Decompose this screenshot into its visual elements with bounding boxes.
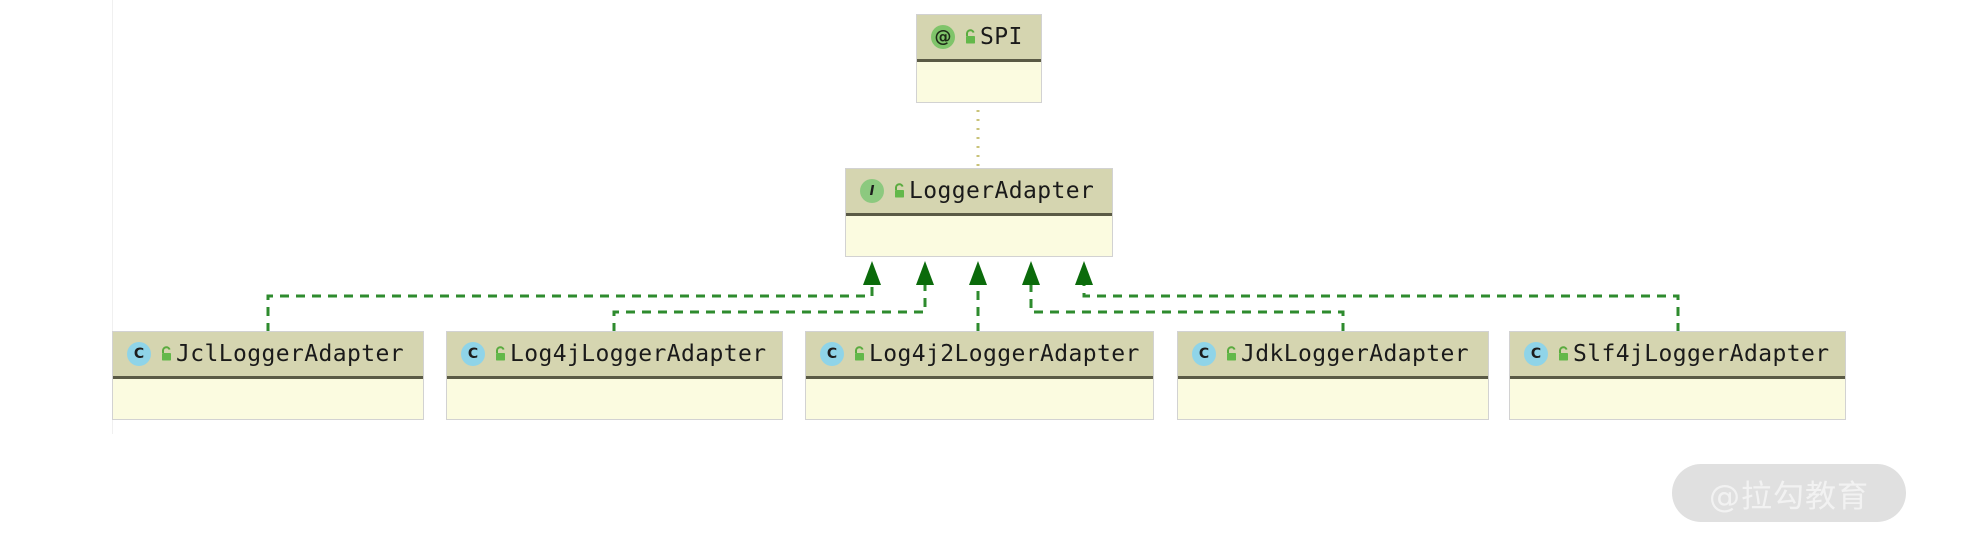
unlock-icon [855, 346, 864, 361]
class-icon: C [1192, 342, 1216, 366]
node-slf4jloggeradapter-header: C Slf4jLoggerAdapter [1510, 332, 1845, 379]
unlock-icon [162, 346, 171, 361]
node-log4jloggeradapter-title: Log4jLoggerAdapter [510, 341, 767, 367]
node-slf4jloggeradapter[interactable]: C Slf4jLoggerAdapter [1509, 331, 1846, 420]
unlock-icon [895, 183, 904, 198]
unlock-icon [496, 346, 505, 361]
node-log4jloggeradapter-header: C Log4jLoggerAdapter [447, 332, 782, 379]
unlock-icon [1559, 346, 1568, 361]
watermark-badge: @拉勾教育 [1672, 464, 1906, 522]
class-icon: C [127, 342, 151, 366]
realization-log4jloggeradapter [612, 278, 927, 332]
node-spi-body [917, 62, 1041, 102]
node-jclloggeradapter-body [113, 379, 423, 419]
node-jdkloggeradapter-body [1178, 379, 1488, 419]
node-log4jloggeradapter[interactable]: C Log4jLoggerAdapter [446, 331, 783, 420]
annotation-icon: @ [931, 25, 955, 49]
node-log4j2loggeradapter-body [806, 379, 1153, 419]
realization-jclloggeradapter [266, 278, 874, 332]
unlock-icon [966, 29, 975, 44]
arrowhead-jclloggeradapter [863, 261, 881, 285]
node-log4j2loggeradapter-title: Log4j2LoggerAdapter [869, 341, 1140, 367]
node-loggeradapter[interactable]: I LoggerAdapter [845, 168, 1113, 257]
node-jdkloggeradapter-title: JdkLoggerAdapter [1241, 341, 1469, 367]
arrowhead-slf4jloggeradapter [1075, 261, 1093, 285]
class-icon: C [461, 342, 485, 366]
realization-slf4jloggeradapter [1082, 278, 1680, 332]
node-jclloggeradapter-header: C JclLoggerAdapter [113, 332, 423, 379]
node-jclloggeradapter-title: JclLoggerAdapter [176, 341, 404, 367]
node-loggeradapter-body [846, 216, 1112, 256]
class-icon: C [1524, 342, 1548, 366]
left-margin-guide [112, 0, 113, 434]
arrowhead-log4j2loggeradapter [969, 261, 987, 285]
node-log4j2loggeradapter[interactable]: C Log4j2LoggerAdapter [805, 331, 1154, 420]
node-loggeradapter-header: I LoggerAdapter [846, 169, 1112, 216]
node-jdkloggeradapter[interactable]: C JdkLoggerAdapter [1177, 331, 1489, 420]
node-spi-header: @ SPI [917, 15, 1041, 62]
node-log4jloggeradapter-body [447, 379, 782, 419]
node-jdkloggeradapter-header: C JdkLoggerAdapter [1178, 332, 1488, 379]
node-loggeradapter-title: LoggerAdapter [909, 178, 1095, 204]
realization-jdkloggeradapter [1029, 278, 1345, 332]
node-spi-title: SPI [980, 24, 1023, 50]
node-slf4jloggeradapter-title: Slf4jLoggerAdapter [1573, 341, 1830, 367]
arrowhead-log4jloggeradapter [916, 261, 934, 285]
unlock-icon [1227, 346, 1236, 361]
arrowhead-jdkloggeradapter [1022, 261, 1040, 285]
node-spi[interactable]: @ SPI [916, 14, 1042, 103]
class-icon: C [820, 342, 844, 366]
node-log4j2loggeradapter-header: C Log4j2LoggerAdapter [806, 332, 1153, 379]
node-jclloggeradapter[interactable]: C JclLoggerAdapter [112, 331, 424, 420]
node-slf4jloggeradapter-body [1510, 379, 1845, 419]
watermark-text: @拉勾教育 [1709, 478, 1869, 515]
interface-icon: I [860, 179, 884, 203]
